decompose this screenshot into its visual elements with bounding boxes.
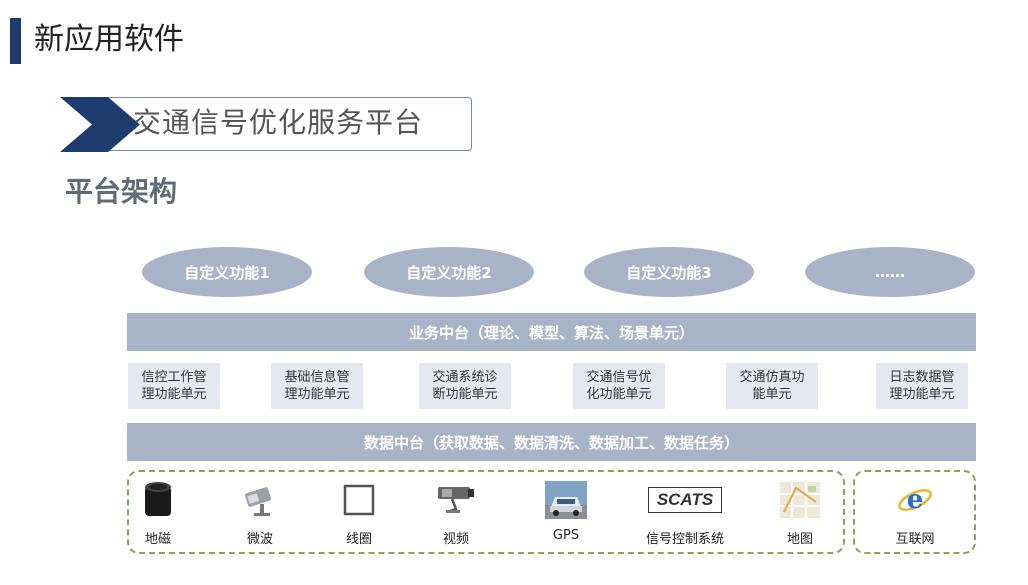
business-platform-band: 业务中台（理论、模型、算法、场景单元） <box>127 313 976 351</box>
slide-title: 新应用软件 <box>34 22 184 57</box>
data-source-microwave: 微波 <box>218 480 302 547</box>
title-accent-bar <box>10 18 21 64</box>
data-source-label: 地图 <box>786 532 813 547</box>
function-unit-3: 交通系统诊 断功能单元 <box>419 363 511 409</box>
video-camera-icon <box>414 480 498 520</box>
function-unit-2: 基础信息管 理功能单元 <box>271 363 363 409</box>
data-source-label: 互联网 <box>895 532 935 547</box>
data-source-label: 信号控制系统 <box>645 532 724 547</box>
scats-logo-text: SCATS <box>647 487 723 513</box>
data-source-geomagnetic: 地磁 <box>116 480 200 547</box>
data-source-signal-control: SCATS 信号控制系统 <box>641 480 729 547</box>
custom-function-2: 自定义功能2 <box>364 247 534 297</box>
svg-text:e: e <box>907 485 924 515</box>
data-sources-group <box>127 470 845 554</box>
section-heading: 平台架构 <box>65 175 178 208</box>
custom-function-1: 自定义功能1 <box>142 247 312 297</box>
banner-title: 交通信号优化服务平台 <box>133 106 424 139</box>
data-source-internet: e 互联网 <box>873 480 957 547</box>
map-icon <box>758 480 842 520</box>
function-unit-6: 日志数据管 理功能单元 <box>876 363 968 409</box>
function-unit-5: 交通仿真功 能单元 <box>726 363 818 409</box>
function-unit-4: 交通信号优 化功能单元 <box>573 363 665 409</box>
data-platform-band: 数据中台（获取数据、数据清洗、数据加工、数据任务） <box>127 423 976 461</box>
microwave-radar-icon <box>218 480 302 520</box>
data-source-label: GPS <box>552 528 580 543</box>
custom-function-3: 自定义功能3 <box>584 247 754 297</box>
data-source-label: 线圈 <box>345 532 372 547</box>
internet-explorer-icon: e <box>873 480 957 520</box>
data-source-label: 地磁 <box>144 532 171 547</box>
internet-source-group <box>853 470 976 554</box>
scats-logo: SCATS <box>641 480 729 520</box>
data-source-label: 微波 <box>246 532 273 547</box>
data-source-loop-coil: 线圈 <box>317 480 401 547</box>
function-unit-1: 信控工作管 理功能单元 <box>128 363 220 409</box>
data-source-map: 地图 <box>758 480 842 547</box>
data-source-video: 视频 <box>414 480 498 547</box>
custom-function-more: …… <box>805 247 975 297</box>
data-source-label: 视频 <box>442 532 469 547</box>
banner-box <box>100 97 472 151</box>
data-source-gps: GPS <box>524 480 608 543</box>
chevron-right-icon <box>60 97 140 152</box>
loop-coil-icon <box>317 480 401 520</box>
gps-vehicle-icon <box>524 480 608 520</box>
geomagnetic-sensor-icon <box>116 480 200 520</box>
